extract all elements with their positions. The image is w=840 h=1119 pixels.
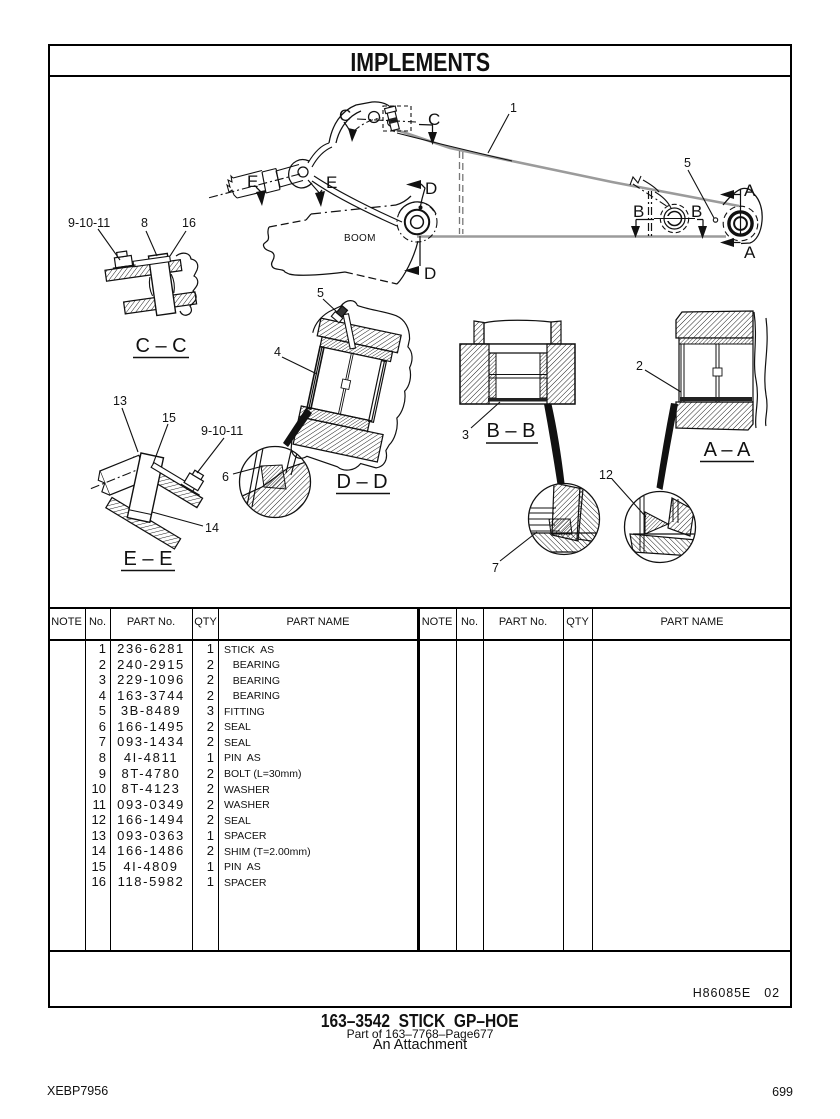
svg-text:E: E xyxy=(247,172,258,191)
svg-text:5: 5 xyxy=(317,286,324,300)
svg-text:9-10-11: 9-10-11 xyxy=(201,424,243,438)
svg-text:B: B xyxy=(691,202,702,221)
svg-text:E: E xyxy=(326,173,337,192)
svg-text:A: A xyxy=(744,243,756,262)
svg-text:D: D xyxy=(424,264,436,283)
svg-text:D: D xyxy=(425,179,437,198)
svg-text:15: 15 xyxy=(162,411,176,425)
svg-text:1: 1 xyxy=(510,101,517,115)
svg-text:C: C xyxy=(339,106,351,125)
svg-text:7: 7 xyxy=(492,561,499,575)
svg-text:16: 16 xyxy=(182,216,196,230)
svg-text:B: B xyxy=(633,202,644,221)
svg-text:8: 8 xyxy=(141,216,148,230)
svg-text:4: 4 xyxy=(274,345,281,359)
svg-text:14: 14 xyxy=(205,521,219,535)
svg-text:C – C: C – C xyxy=(135,335,186,357)
svg-text:3: 3 xyxy=(462,428,469,442)
svg-text:C: C xyxy=(428,110,440,129)
svg-text:12: 12 xyxy=(599,468,613,482)
svg-text:13: 13 xyxy=(113,394,127,408)
svg-text:2: 2 xyxy=(636,359,643,373)
svg-text:A: A xyxy=(744,181,756,200)
svg-text:D – D: D – D xyxy=(336,471,387,493)
svg-text:BOOM: BOOM xyxy=(344,233,376,244)
svg-text:B – B: B – B xyxy=(487,420,536,442)
svg-text:E – E: E – E xyxy=(124,548,173,570)
svg-text:6: 6 xyxy=(222,470,229,484)
svg-text:5: 5 xyxy=(684,156,691,170)
svg-text:9-10-11: 9-10-11 xyxy=(68,216,110,230)
svg-text:A – A: A – A xyxy=(704,439,751,461)
